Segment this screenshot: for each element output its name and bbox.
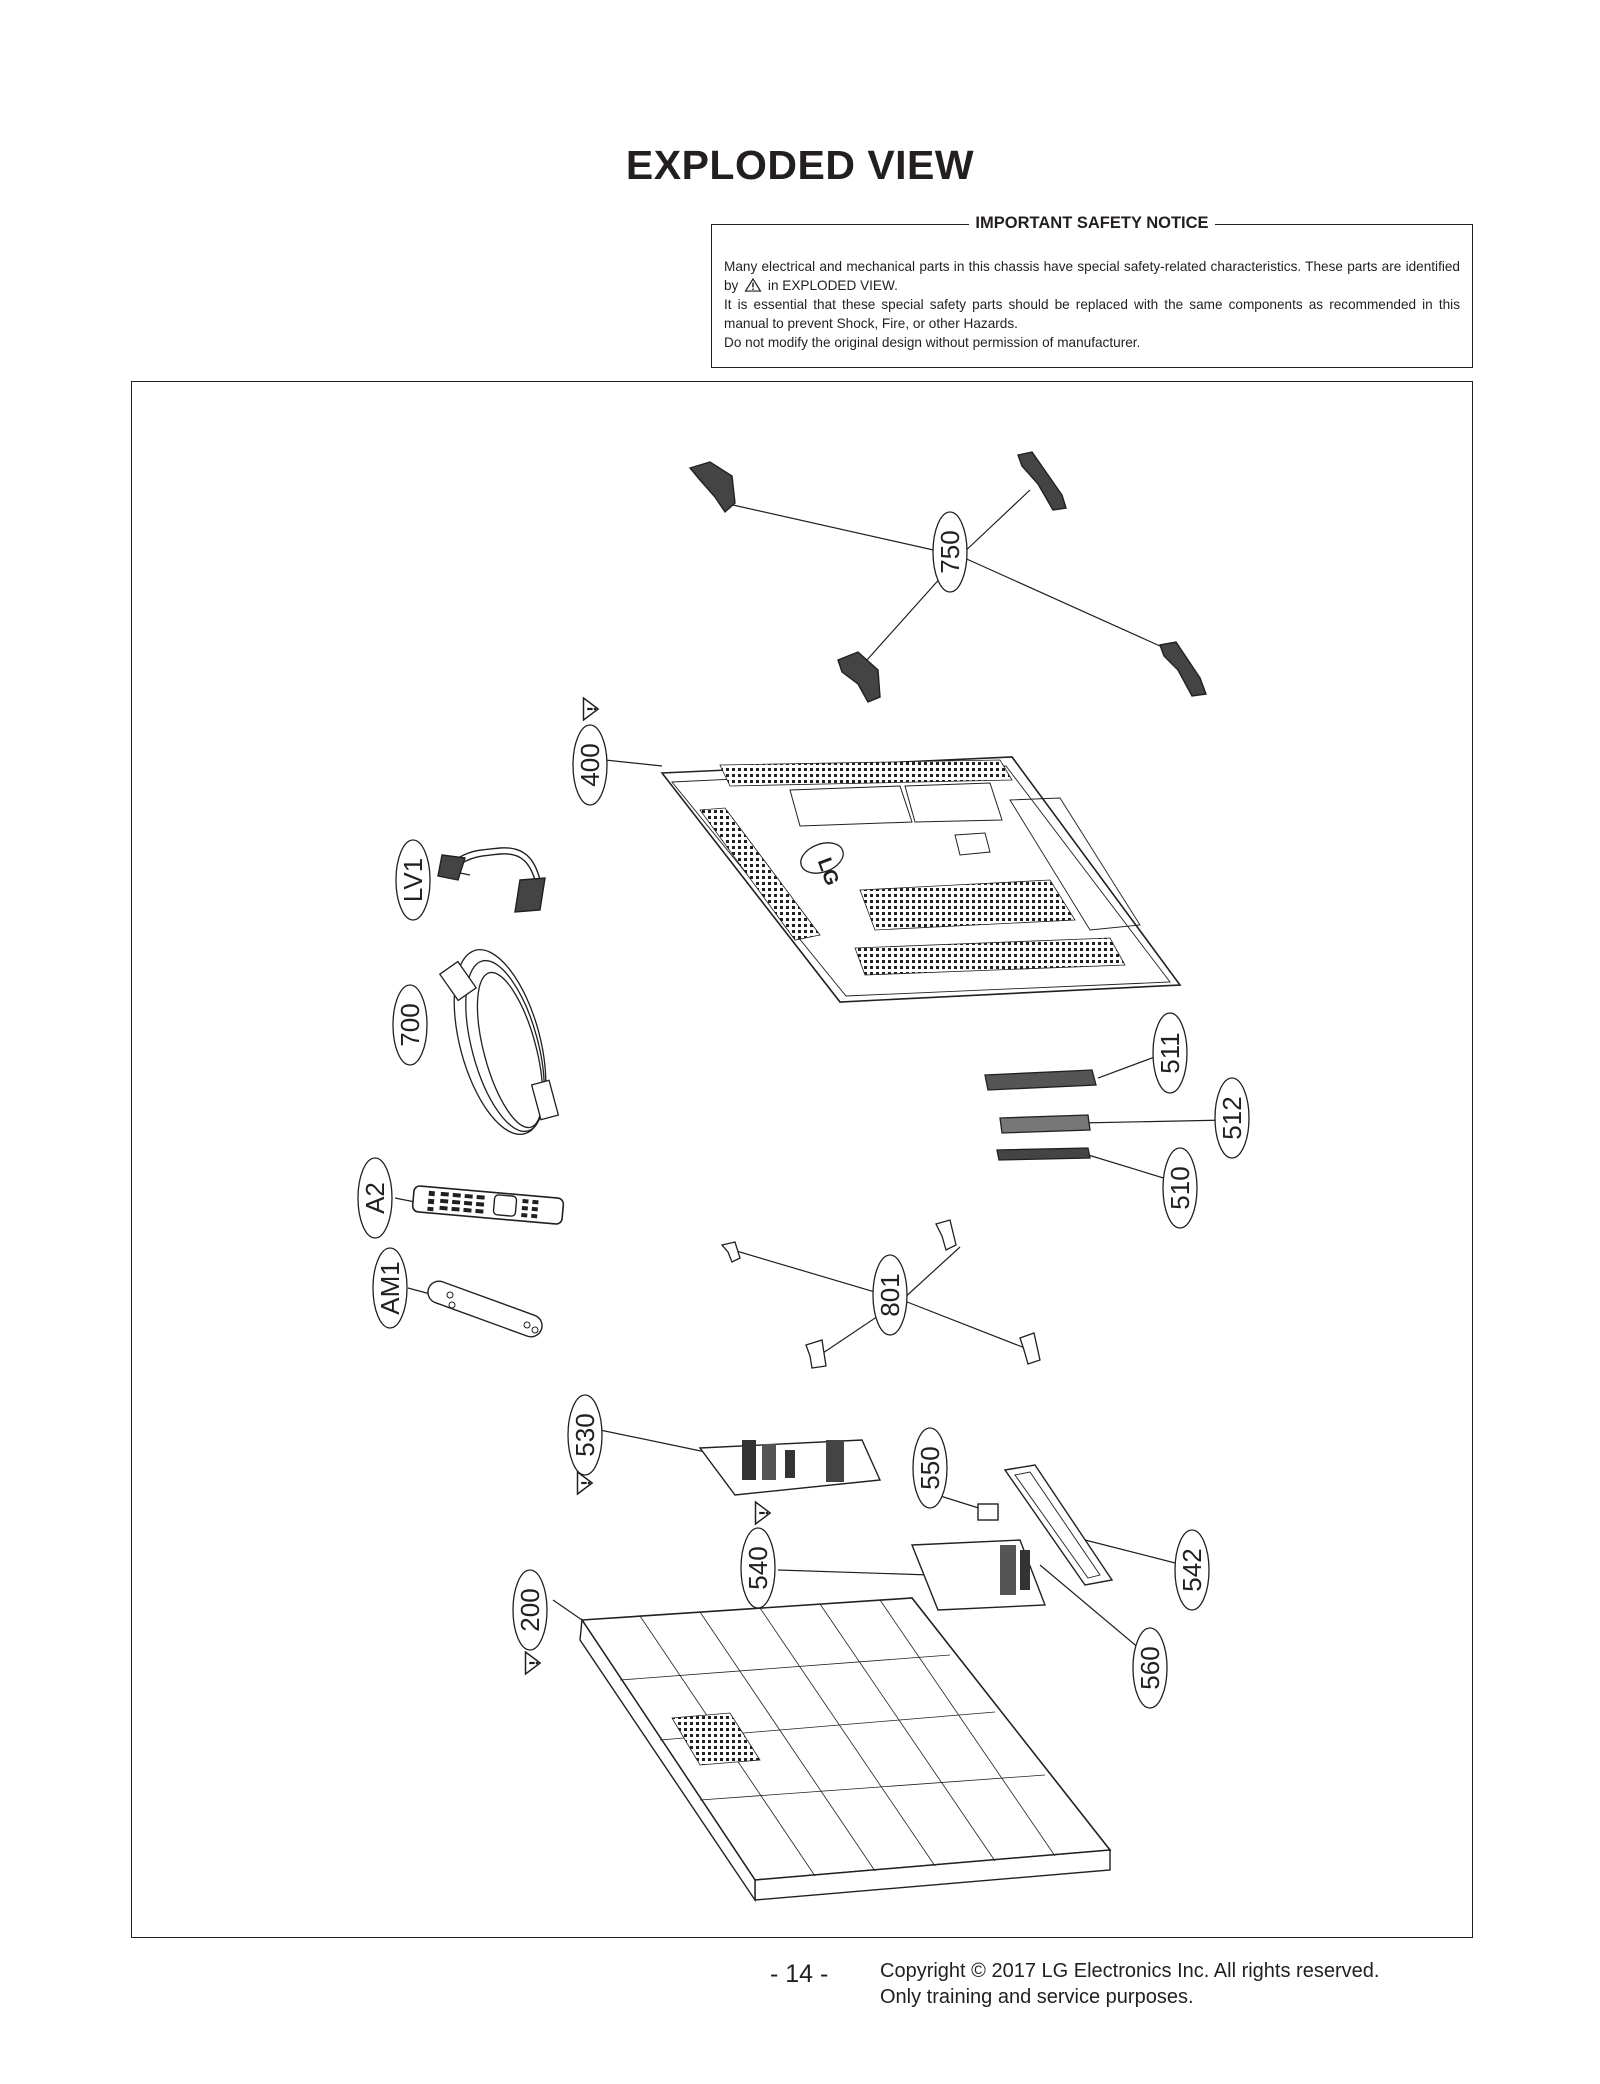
safety-warning-icon-400 (582, 696, 600, 722)
remote-magic-am1 (427, 1280, 543, 1338)
svg-text:750: 750 (935, 530, 965, 573)
copyright-line-1: Copyright © 2017 LG Electronics Inc. All… (880, 1960, 1380, 1982)
page-number: - 14 - (770, 1960, 829, 1988)
svg-text:700: 700 (395, 1003, 425, 1046)
exploded-view-frame (131, 381, 1473, 1938)
callout-542: 542 (1174, 1529, 1210, 1611)
board-530 (698, 1439, 882, 1496)
cable-lv1 (437, 847, 546, 913)
notice-line3: Do not modify the original design withou… (724, 335, 1141, 350)
callout-550: 550 (912, 1427, 948, 1509)
svg-text:542: 542 (1177, 1548, 1207, 1591)
svg-text:A2: A2 (360, 1182, 390, 1214)
svg-text:200: 200 (515, 1588, 545, 1631)
notice-line1-b: in EXPLODED VIEW. (767, 278, 898, 293)
brackets-801 (720, 1219, 1041, 1369)
svg-text:510: 510 (1165, 1166, 1195, 1209)
notice-line2: It is essential that these special safet… (724, 297, 1460, 331)
main-board-540 (910, 1539, 1047, 1611)
callout-750: 750 (932, 511, 968, 593)
callout-lv1: LV1 (395, 839, 431, 921)
callout-512: 512 (1214, 1077, 1250, 1159)
callout-530: 530 (567, 1394, 603, 1476)
power-cord-700 (438, 949, 560, 1135)
callout-700: 700 (392, 984, 428, 1066)
svg-text:560: 560 (1135, 1646, 1165, 1689)
svg-text:540: 540 (743, 1546, 773, 1589)
speaker-bars-510-512 (984, 1069, 1097, 1161)
safety-notice-body: Many electrical and mechanical parts in … (724, 257, 1460, 352)
svg-text:550: 550 (915, 1446, 945, 1489)
stand-guide-750 (688, 451, 1207, 703)
svg-text:530: 530 (570, 1413, 600, 1456)
callout-510: 510 (1162, 1147, 1198, 1229)
callout-801: 801 (872, 1254, 908, 1336)
safety-warning-icon-540 (754, 1500, 772, 1526)
callout-400: 400 (572, 724, 608, 806)
safety-notice-heading: IMPORTANT SAFETY NOTICE (969, 214, 1215, 232)
svg-text:AM1: AM1 (375, 1261, 405, 1314)
callout-540: 540 (740, 1527, 776, 1609)
bracket-542 (1003, 1464, 1114, 1586)
copyright-line-2: Only training and service purposes. (880, 1986, 1194, 2008)
callout-511: 511 (1152, 1012, 1188, 1094)
svg-text:512: 512 (1217, 1096, 1247, 1139)
ir-receiver-550 (977, 1503, 999, 1521)
svg-text:511: 511 (1155, 1032, 1185, 1073)
warning-triangle-icon (744, 278, 762, 292)
svg-text:LV1: LV1 (398, 858, 428, 902)
page-title: EXPLODED VIEW (625, 142, 975, 188)
callout-am1: AM1 (372, 1247, 408, 1329)
callout-200: 200 (512, 1569, 548, 1651)
frame-assembly-200 (579, 1597, 1112, 1903)
safety-warning-icon-200 (524, 1650, 542, 1676)
callout-a2: A2 (357, 1157, 393, 1239)
svg-text:400: 400 (575, 743, 605, 786)
back-cover-400: LG (660, 756, 1182, 1003)
copyright-notice: Copyright © 2017 LG Electronics Inc. All… (880, 1958, 1379, 2010)
svg-text:801: 801 (875, 1273, 905, 1316)
notice-line1-a: Many electrical and mechanical parts in … (724, 259, 1460, 293)
remote-control-a2 (411, 1185, 565, 1225)
callout-560: 560 (1132, 1627, 1168, 1709)
safety-notice-box: IMPORTANT SAFETY NOTICE Many electrical … (711, 214, 1473, 368)
